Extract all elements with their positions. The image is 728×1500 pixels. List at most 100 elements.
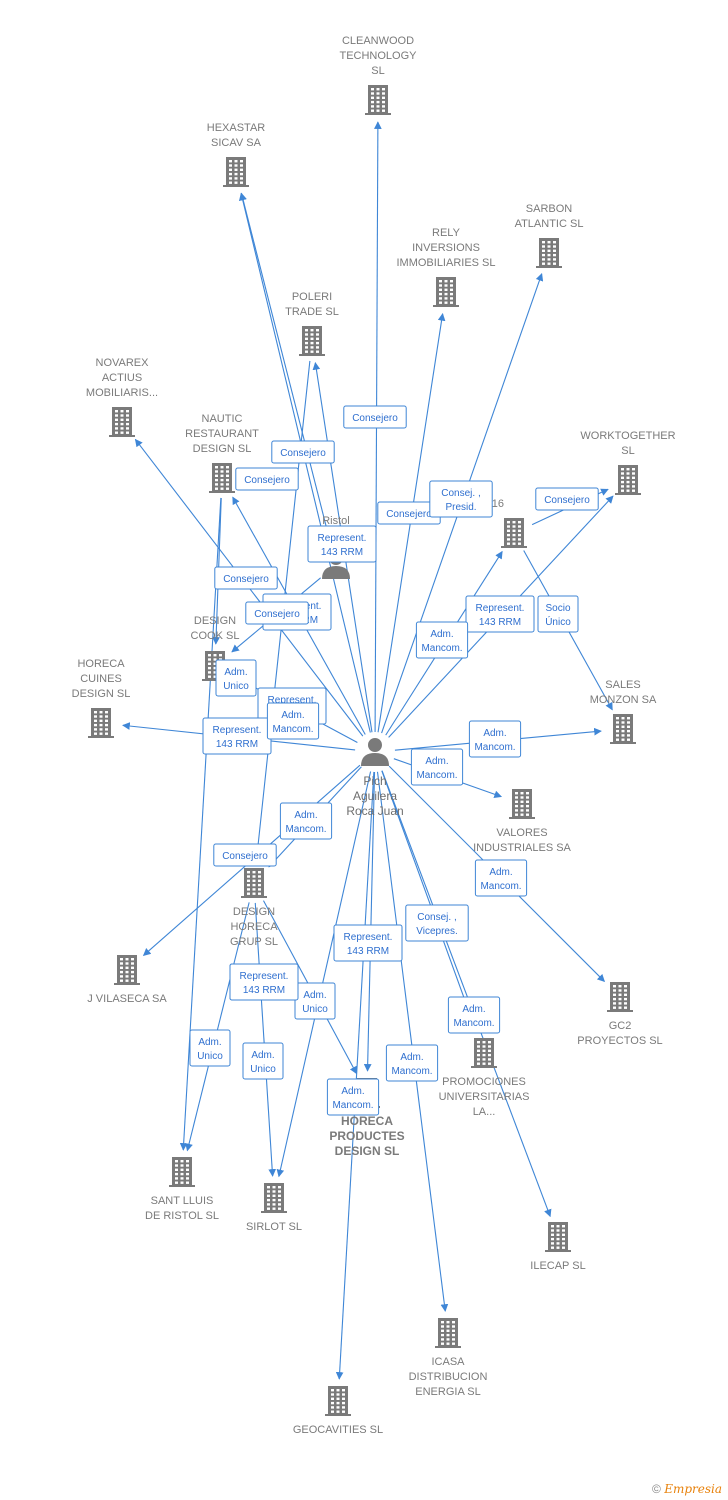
building-window xyxy=(542,258,545,261)
edge-label-center-promociones[interactable]: Consej. ,Vicepres. xyxy=(405,904,469,942)
building-base xyxy=(545,1250,571,1252)
edge-designhoreca-sirlot[interactable] xyxy=(254,902,277,1177)
edge-label-rkis-worktogether[interactable]: Consejero xyxy=(535,487,599,511)
building-window xyxy=(331,1410,334,1413)
edge-label-center-cleanwood[interactable]: Consejero xyxy=(343,405,407,429)
building-window xyxy=(234,168,238,171)
node-jvilaseca[interactable]: J VILASECA SA xyxy=(87,955,167,1005)
building-window xyxy=(616,721,619,724)
building-window xyxy=(278,1203,281,1206)
building-window xyxy=(131,958,134,961)
building-window xyxy=(627,717,630,720)
edge-label-center-horecacuines[interactable]: Represent.143 RRM xyxy=(202,717,272,755)
edge-center-geocavities[interactable] xyxy=(335,771,375,1380)
edge-label-box xyxy=(245,601,309,625)
edge-center-horecaproductes[interactable] xyxy=(363,771,376,1072)
building-window xyxy=(267,1190,270,1193)
edge-center-sirlot[interactable] xyxy=(276,771,372,1178)
node-label: J VILASECA SA xyxy=(87,993,167,1005)
building-base xyxy=(114,983,140,985)
building-window xyxy=(267,1203,270,1206)
edge-label-designhoreca-sirlot[interactable]: Adm.Unico xyxy=(242,1042,284,1080)
building-window xyxy=(220,483,224,486)
node-label: HORECA xyxy=(77,658,125,670)
building-window xyxy=(240,181,243,184)
edge-label-nautic-santlluis[interactable]: Represent.143 RRM xyxy=(229,963,299,1001)
node-promociones[interactable]: PROMOCIONESUNIVERSITARIASLA... xyxy=(439,1038,530,1118)
building-window xyxy=(267,1194,270,1197)
building-window xyxy=(450,280,453,283)
edge-label-text: Consejero xyxy=(254,609,300,620)
edge-label-text: Represent. xyxy=(344,932,393,943)
building-window xyxy=(99,732,103,735)
edge-label-box xyxy=(333,924,403,962)
edge-designhoreca-santlluis[interactable] xyxy=(185,902,250,1152)
node-geocavities[interactable]: GEOCAVITIES SL xyxy=(293,1386,383,1436)
edge-label-nautic-designcook[interactable]: Adm.Unico xyxy=(215,659,257,697)
node-ilecap[interactable]: ILECAP SL xyxy=(530,1222,586,1272)
edge-label-center-valores[interactable]: Adm.Mancom. xyxy=(410,748,464,786)
building-window xyxy=(226,470,229,473)
building-window xyxy=(452,1329,455,1332)
edge-label-center-icasa[interactable]: Adm.Mancom. xyxy=(385,1044,439,1082)
edge-label-center-geocavities[interactable]: Adm.Mancom. xyxy=(326,1078,380,1116)
edge-center-ilecap[interactable] xyxy=(381,770,552,1218)
edge-label-center-designhoreca[interactable]: Consejero xyxy=(213,843,277,867)
edge-ristol-hexastar[interactable] xyxy=(239,192,332,546)
building-window xyxy=(94,719,97,722)
building-window xyxy=(618,1006,622,1009)
edge-label-poleri-designhoreca[interactable]: Adm.Mancom. xyxy=(266,702,320,740)
edge-label-box xyxy=(385,1044,439,1082)
edge-label-text: Mancom. xyxy=(453,1018,494,1029)
edge-label-designhoreca-santlluis[interactable]: Adm.Unico xyxy=(189,1029,231,1067)
building-window xyxy=(520,809,524,812)
edge-label-center-horecaproductes[interactable]: Represent.143 RRM xyxy=(333,924,403,962)
edge-label-center-novarex[interactable]: Consejero xyxy=(214,566,278,590)
edge-label-ristol-hexastar[interactable]: Represent.143 RRM xyxy=(307,525,377,563)
building-window xyxy=(632,480,635,484)
building-window xyxy=(452,1325,455,1328)
edge-label-center-gc2[interactable]: Adm.Mancom. xyxy=(474,859,528,897)
edge-label-center-rkis[interactable]: Adm.Mancom. xyxy=(415,621,469,659)
edge-label-text: Consejero xyxy=(280,448,326,459)
building-window xyxy=(477,1053,480,1057)
edge-label-center-worktogether[interactable]: Represent.143 RRM xyxy=(465,595,535,633)
edge-label-ristol-designcook[interactable]: Consejero xyxy=(245,601,309,625)
edge-label-center-sarbon[interactable]: Consej. ,Presid. xyxy=(429,480,493,518)
edge-label-designhoreca-horecaproductes[interactable]: Adm.Unico xyxy=(294,982,336,1020)
edge-label-center-salesmonzon[interactable]: Adm.Mancom. xyxy=(468,720,522,758)
node-label: WORKTOGETHER xyxy=(580,430,675,442)
building-window xyxy=(208,658,211,661)
edge-center-icasa[interactable] xyxy=(376,771,449,1312)
edge-label-center-jvilaseca[interactable]: Adm.Mancom. xyxy=(279,802,333,840)
edge-label-center-nautic[interactable]: Consejero xyxy=(235,467,299,491)
brand-name[interactable]: Empresia xyxy=(664,1482,722,1496)
building-window xyxy=(131,975,134,978)
node-novarex[interactable]: NOVAREXACTIUSMOBILIARIS... xyxy=(86,357,158,437)
building-window xyxy=(342,1401,345,1405)
building-window xyxy=(120,962,123,965)
edge-label-text: Consejero xyxy=(222,851,268,862)
edge-label-center-ilecap[interactable]: Adm.Mancom. xyxy=(447,996,501,1034)
edge-label-center-hexastar[interactable]: Consejero xyxy=(271,440,335,464)
building-window xyxy=(229,177,232,180)
building-window xyxy=(125,962,129,965)
edge-center-promociones[interactable] xyxy=(381,770,478,1034)
node-sirlot[interactable]: SIRLOT SL xyxy=(246,1183,302,1233)
